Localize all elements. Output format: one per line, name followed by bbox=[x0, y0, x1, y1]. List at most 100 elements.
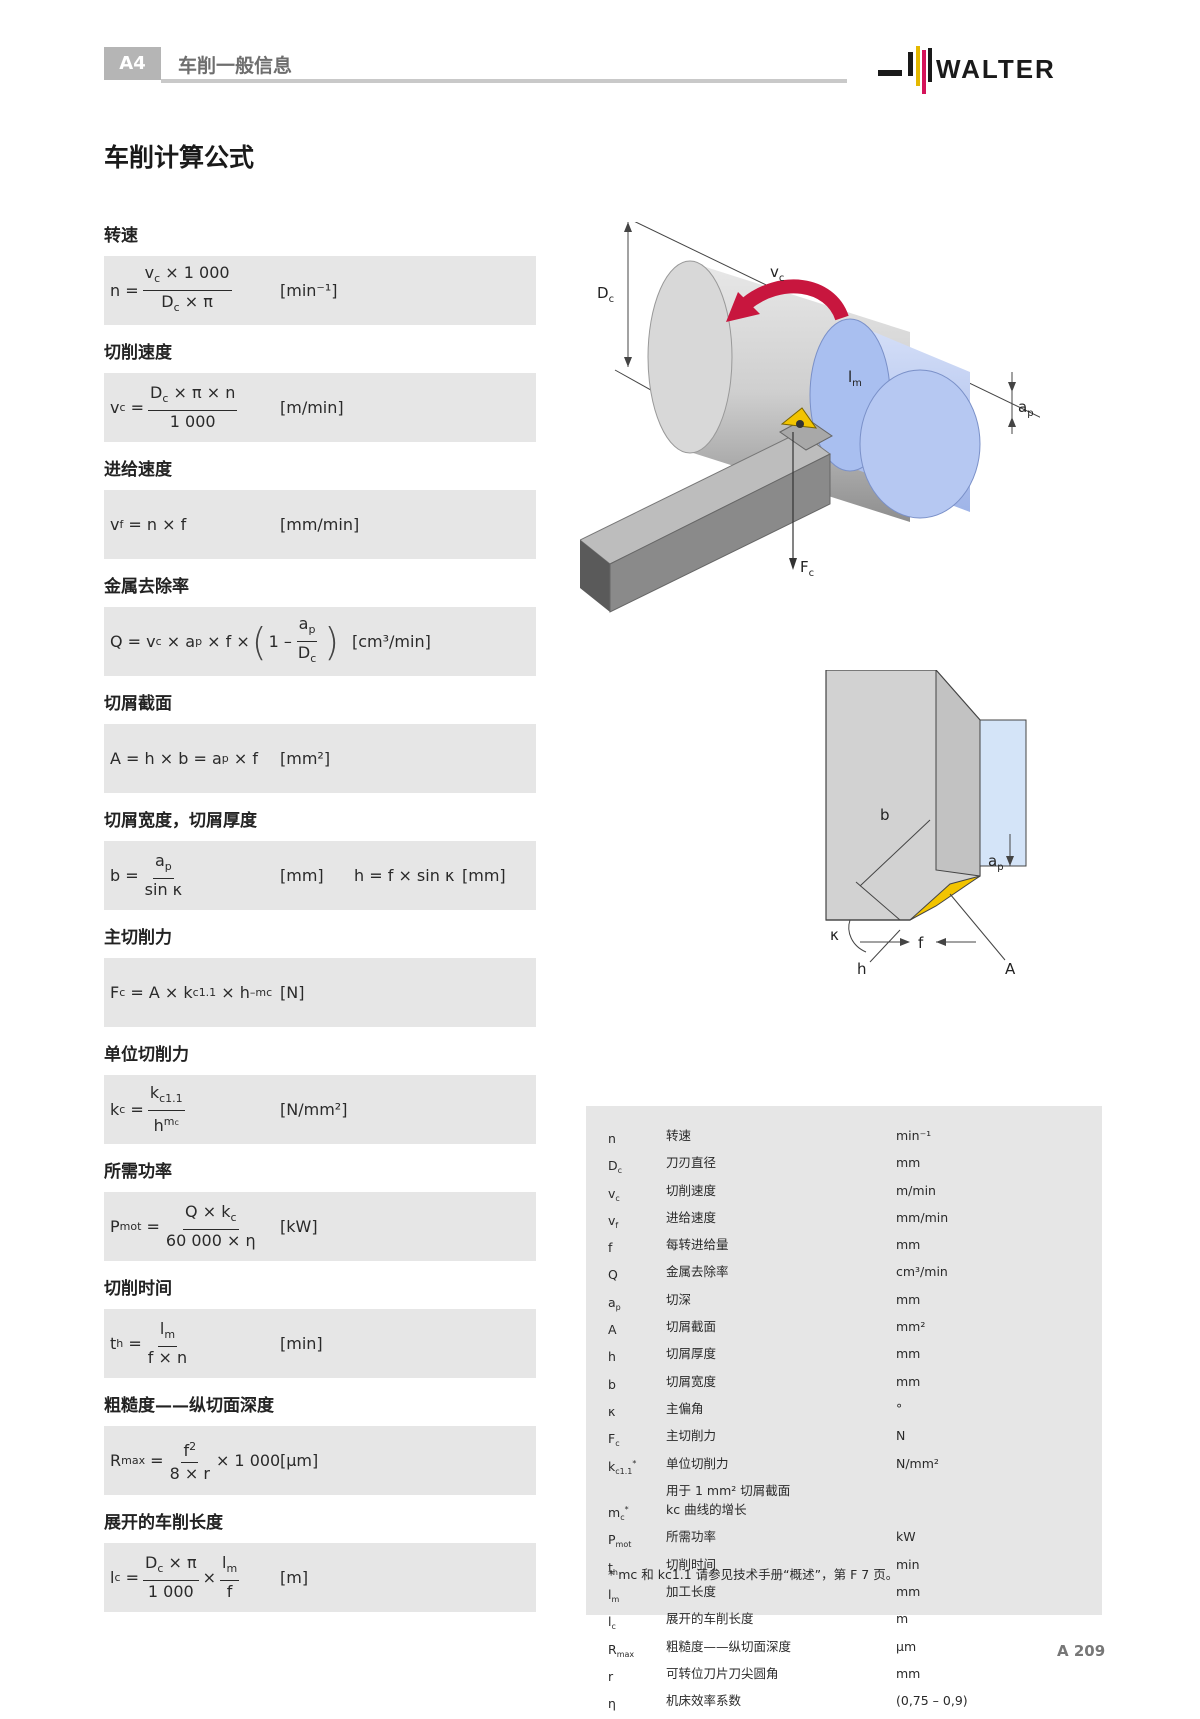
legend-description: 单位切削力 bbox=[666, 1455, 729, 1471]
label-f: f bbox=[918, 934, 924, 952]
legend-footnote: * mc 和 kc1.1 请参见技术手册“概述”，第 F 7 页。 bbox=[608, 1567, 899, 1582]
legend-row: kc1.1* 单位切削力 N/mm² bbox=[608, 1454, 1076, 1481]
legend-symbol: Q bbox=[608, 1267, 618, 1283]
legend-unit: min⁻¹ bbox=[896, 1128, 932, 1143]
section-title-power: 所需功率 bbox=[104, 1162, 172, 1182]
legend-unit: N/mm² bbox=[896, 1455, 939, 1471]
legend-description: 所需功率 bbox=[666, 1529, 717, 1545]
legend-description: kc 曲线的增长 bbox=[666, 1502, 747, 1518]
legend-description: 主偏角 bbox=[666, 1400, 704, 1416]
legend-description: 转速 bbox=[666, 1128, 692, 1143]
legend-unit: mm bbox=[896, 1373, 921, 1389]
unit-roughness: [µm] bbox=[280, 1451, 319, 1470]
legend-row: 用于 1 mm² 切屑截面 bbox=[608, 1481, 1076, 1500]
turning-diagram: vc Dc lm ap Fc bbox=[580, 222, 1040, 613]
legend-unit: mm bbox=[896, 1155, 921, 1171]
legend-description: 金属去除率 bbox=[666, 1264, 729, 1280]
legend-symbol: A bbox=[608, 1322, 617, 1338]
unit-cutting-time: [min] bbox=[280, 1334, 323, 1353]
legend-description: 切屑厚度 bbox=[666, 1346, 717, 1362]
legend-symbol: vc bbox=[608, 1185, 620, 1203]
chapter-tag: A4 bbox=[104, 47, 161, 80]
unit-power: [kW] bbox=[280, 1217, 318, 1236]
unit-speed: [min⁻¹] bbox=[280, 281, 338, 300]
legend-symbol: n bbox=[608, 1131, 616, 1146]
legend-description: 展开的车削长度 bbox=[666, 1611, 754, 1627]
section-title-speed: 转速 bbox=[104, 226, 138, 246]
chapter-title: 车削一般信息 bbox=[178, 55, 293, 77]
legend-unit: m bbox=[896, 1611, 909, 1627]
legend-unit: mm bbox=[896, 1291, 921, 1307]
legend-description: 粗糙度——纵切面深度 bbox=[666, 1638, 792, 1654]
label-lm: lm bbox=[848, 368, 862, 389]
legend-symbol: th bbox=[608, 1559, 618, 1577]
unit-developed-length: [m] bbox=[280, 1568, 309, 1587]
legend-unit: m/min bbox=[896, 1182, 936, 1198]
legend-unit: min bbox=[896, 1556, 920, 1572]
unit-chip-width: [mm] bbox=[280, 866, 324, 885]
walter-logo: WALTER bbox=[878, 46, 1056, 94]
legend-row: th 切削时间 min bbox=[608, 1555, 1076, 1582]
section-title-feed-speed: 进给速度 bbox=[104, 460, 172, 480]
legend-unit: mm bbox=[896, 1665, 921, 1681]
legend-unit: mm bbox=[896, 1237, 921, 1253]
unit-chip-thickness: [mm] bbox=[462, 866, 506, 885]
legend-symbol: mc* bbox=[608, 1505, 629, 1523]
logo-text: WALTER bbox=[936, 54, 1056, 84]
legend-unit: mm bbox=[896, 1584, 921, 1600]
legend-description: 切削时间 bbox=[666, 1556, 717, 1572]
legend-symbol: kc1.1* bbox=[608, 1458, 637, 1476]
legend-symbol: vf bbox=[608, 1212, 619, 1230]
legend-symbol: h bbox=[608, 1349, 616, 1365]
legend-description: 切屑截面 bbox=[666, 1319, 717, 1335]
legend-description: 每转进给量 bbox=[666, 1237, 729, 1253]
legend-symbol: κ bbox=[608, 1403, 616, 1419]
section-title-cutting-speed: 切削速度 bbox=[104, 343, 172, 363]
legend-symbol: f bbox=[608, 1240, 613, 1256]
legend-description: 刀刃直径 bbox=[666, 1155, 717, 1171]
label-dc: Dc bbox=[597, 284, 614, 305]
legend-description: 进给速度 bbox=[666, 1209, 717, 1225]
unit-metal-removal: [cm³/min] bbox=[352, 632, 431, 651]
legend-unit: mm bbox=[896, 1346, 921, 1362]
label-ap-bottom: ap bbox=[988, 852, 1004, 873]
section-title-cutting-time: 切削时间 bbox=[104, 1279, 172, 1299]
legend-symbol: lm bbox=[608, 1587, 620, 1605]
legend-unit: kW bbox=[896, 1529, 916, 1545]
unit-main-cutting-force: [N] bbox=[280, 983, 305, 1002]
unit-specific-force: [N/mm²] bbox=[280, 1100, 348, 1119]
section-title-roughness: 粗糙度——纵切面深度 bbox=[104, 1396, 274, 1416]
label-vc: vc bbox=[770, 263, 784, 284]
legend-description: 可转位刀片刀尖圆角 bbox=[666, 1665, 779, 1681]
legend-row: f 每转进给量 mm bbox=[608, 1235, 1076, 1262]
